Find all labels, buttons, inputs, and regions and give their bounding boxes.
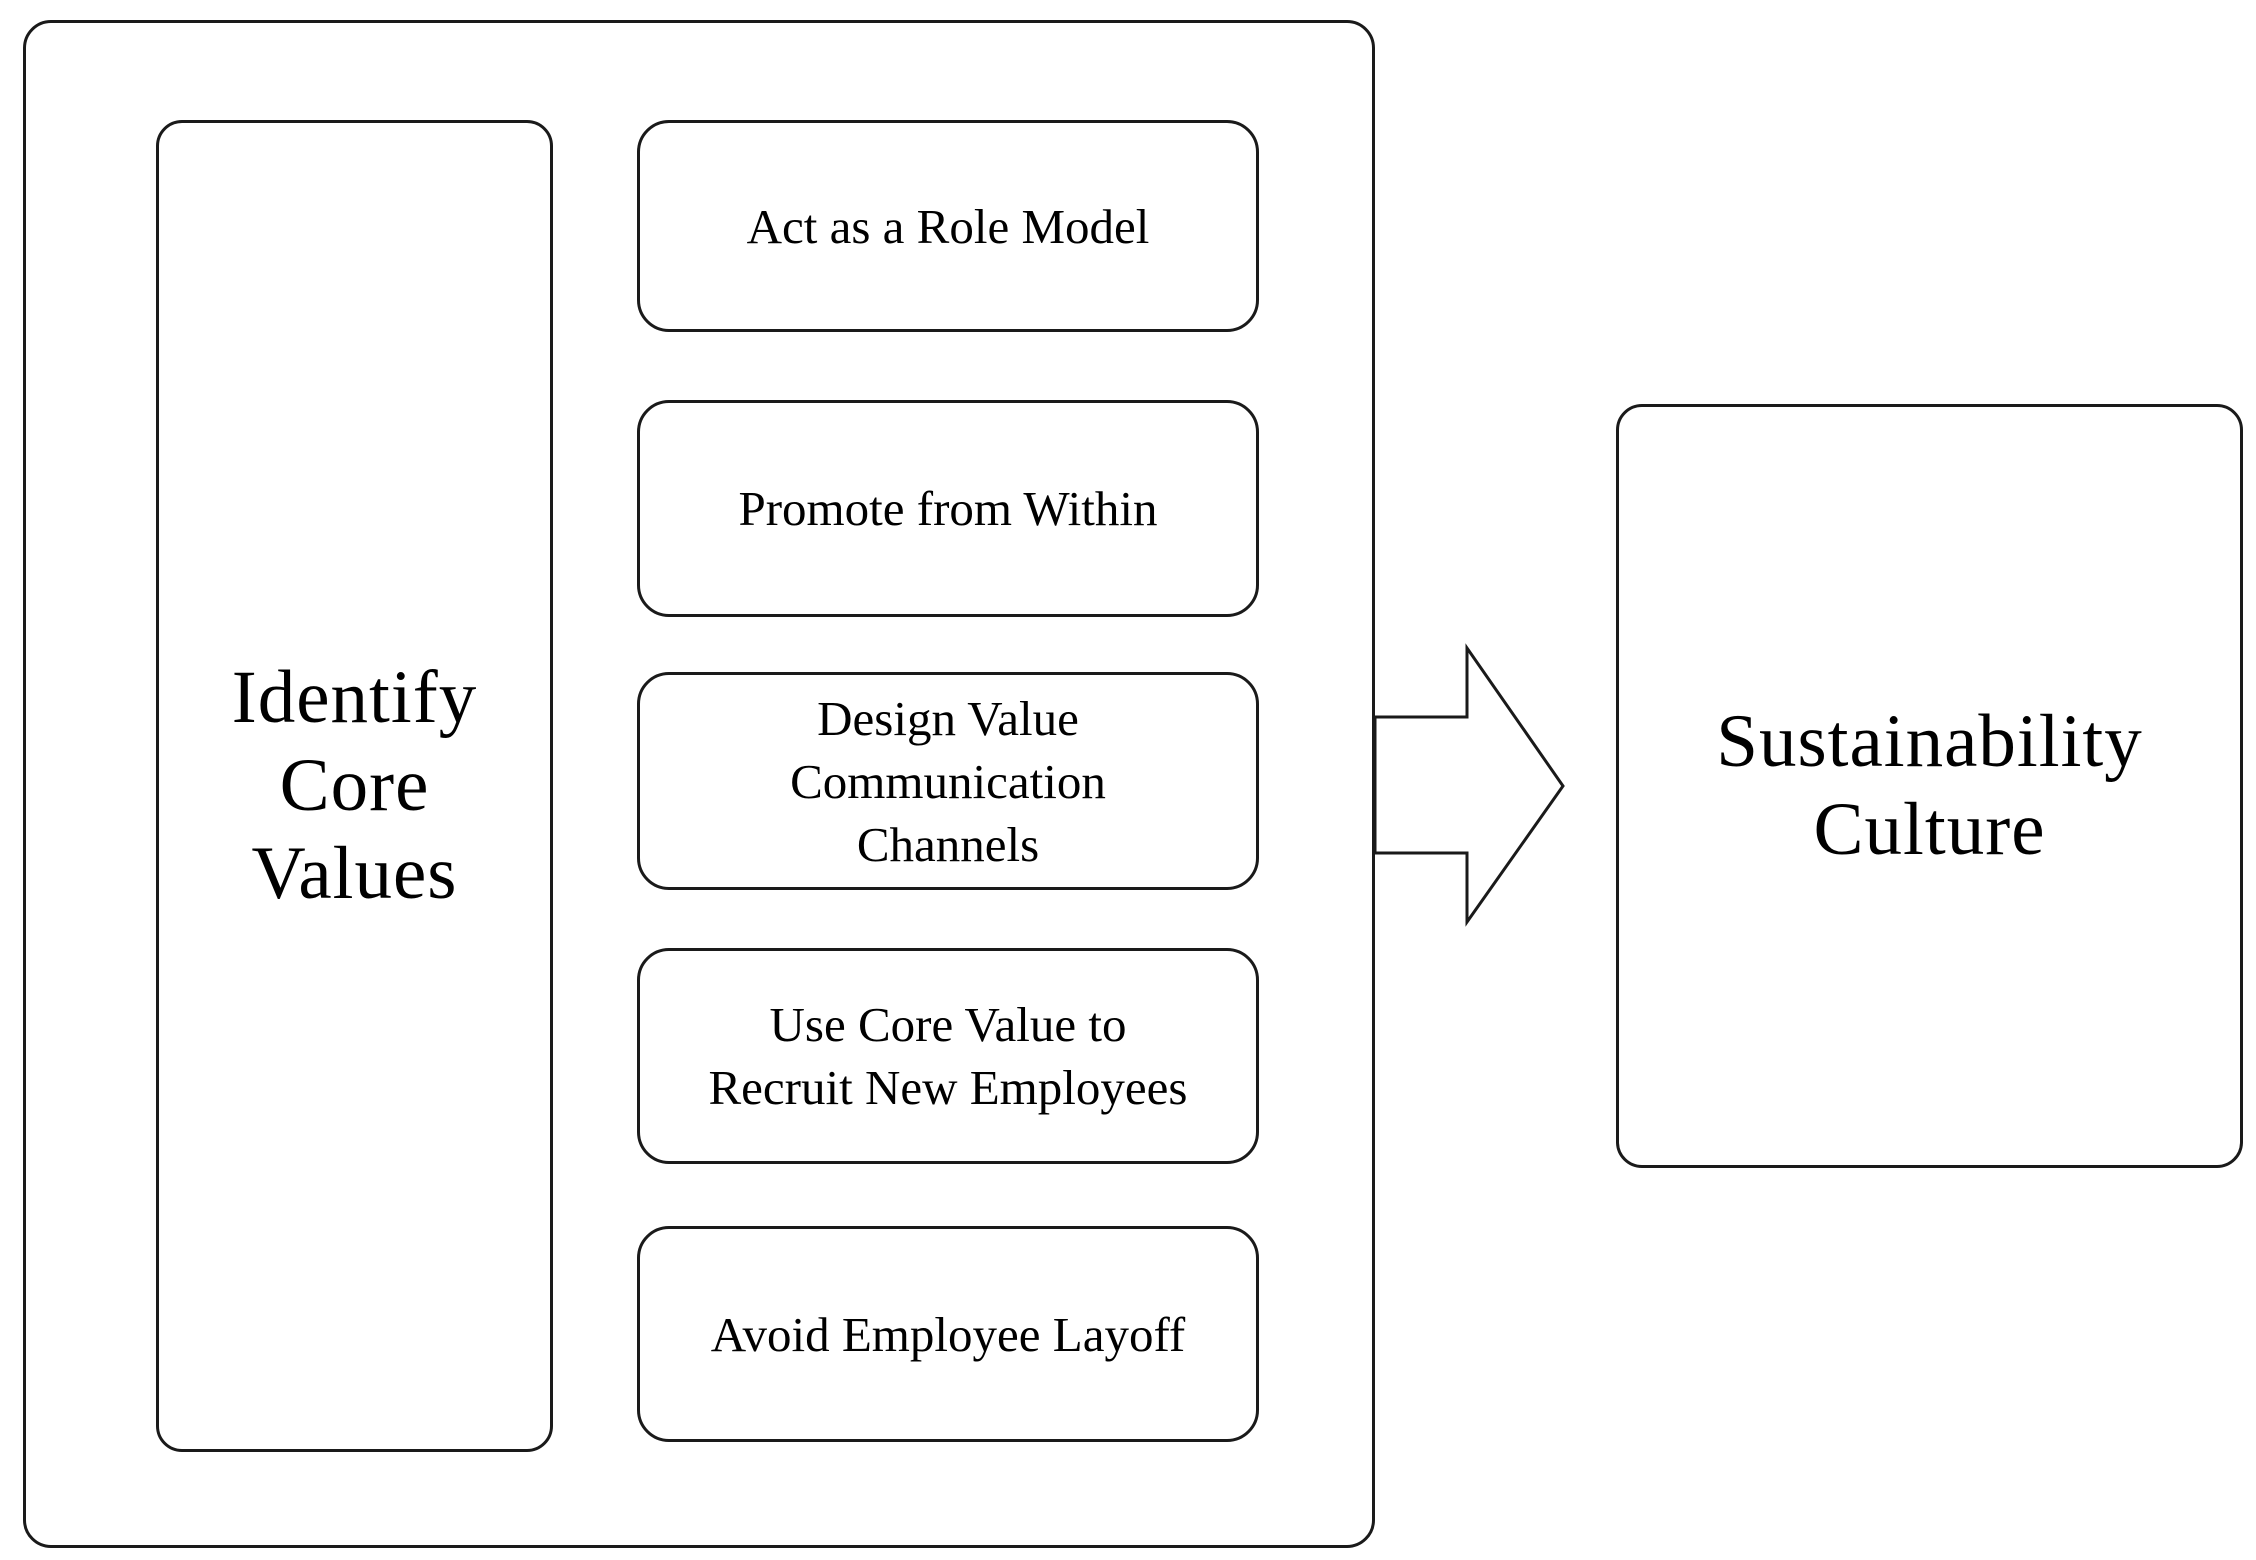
action-label: Promote from Within — [738, 481, 1158, 536]
action-box-promote-within: Promote from Within — [637, 400, 1259, 617]
action-label: Design Value Communication Channels — [790, 690, 1106, 872]
core-values-label: Identify Core Values — [231, 656, 478, 915]
core-values-box: Identify Core Values — [156, 120, 553, 1452]
outcome-label: Sustainability Culture — [1716, 700, 2143, 871]
action-label: Use Core Value to Recruit New Employees — [708, 997, 1188, 1115]
action-box-recruit: Use Core Value to Recruit New Employees — [637, 948, 1259, 1164]
sustainability-culture-box: Sustainability Culture — [1616, 404, 2243, 1168]
right-arrow-shape — [1373, 643, 1565, 927]
action-box-avoid-layoff: Avoid Employee Layoff — [637, 1226, 1259, 1442]
action-label: Act as a Role Model — [746, 198, 1150, 254]
action-box-communication-channels: Design Value Communication Channels — [637, 672, 1259, 890]
action-box-role-model: Act as a Role Model — [637, 120, 1259, 332]
action-label: Avoid Employee Layoff — [710, 1306, 1186, 1362]
